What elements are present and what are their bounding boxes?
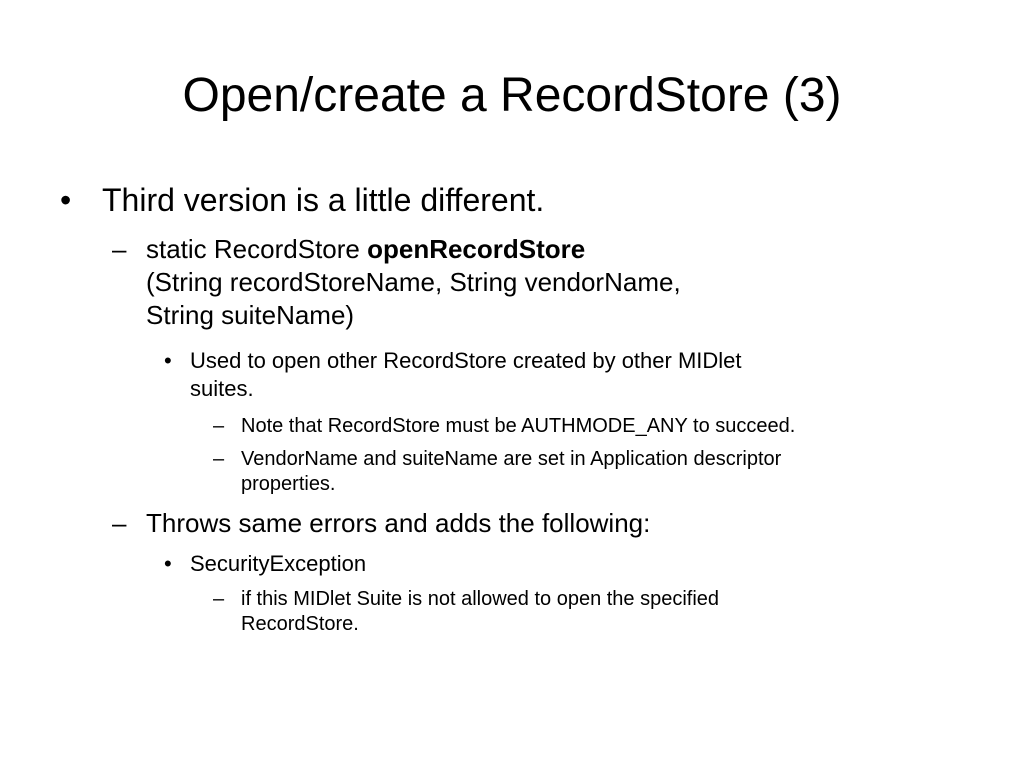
dash-marker: – — [213, 448, 225, 470]
dash-marker: – — [112, 508, 127, 538]
dash-marker: – — [112, 234, 127, 264]
sub-bullet-throws: – Throws same errors and adds the follow… — [112, 507, 651, 540]
dash-marker: – — [213, 415, 225, 437]
signature-prefix: static RecordStore — [146, 234, 368, 264]
slide-title: Open/create a RecordStore (3) — [182, 69, 842, 122]
usage-line-2: suites. — [190, 376, 254, 401]
signature-line-3: String suiteName) — [146, 300, 355, 330]
bullet-text: Third version is a little different. — [102, 182, 545, 218]
sub-bullet-vendor-suite: – VendorName and suiteName are set in Ap… — [213, 447, 782, 497]
vendor-suite-line-2: properties. — [241, 473, 336, 495]
sub-bullet-usage: • Used to open other RecordStore created… — [164, 347, 742, 403]
usage-line-1: Used to open other RecordStore created b… — [190, 348, 742, 373]
bullet-marker: • — [164, 551, 172, 576]
bullet-marker: • — [164, 348, 172, 373]
sub-bullet-authmode-note: – Note that RecordStore must be AUTHMODE… — [213, 414, 796, 439]
sub-bullet-signature: – static RecordStore openRecordStore (St… — [112, 233, 681, 332]
bullet-marker: • — [60, 182, 72, 218]
method-name: openRecordStore — [367, 234, 586, 264]
security-exception-text: SecurityException — [190, 551, 367, 576]
vendor-suite-line-1: VendorName and suiteName are set in Appl… — [241, 448, 782, 470]
bullet-third-version: • Third version is a little different. — [60, 181, 545, 219]
not-allowed-line-1: if this MIDlet Suite is not allowed to o… — [241, 588, 720, 610]
sub-bullet-security-exception: • SecurityException — [164, 550, 367, 578]
throws-text: Throws same errors and adds the followin… — [146, 508, 651, 538]
signature-line-1: static RecordStore openRecordStore — [146, 233, 681, 266]
signature-line-2: (String recordStoreName, String vendorNa… — [146, 267, 681, 297]
not-allowed-line-2: RecordStore. — [241, 613, 359, 635]
dash-marker: – — [213, 588, 225, 610]
authmode-note-text: Note that RecordStore must be AUTHMODE_A… — [241, 415, 796, 437]
sub-bullet-not-allowed: – if this MIDlet Suite is not allowed to… — [213, 587, 720, 637]
